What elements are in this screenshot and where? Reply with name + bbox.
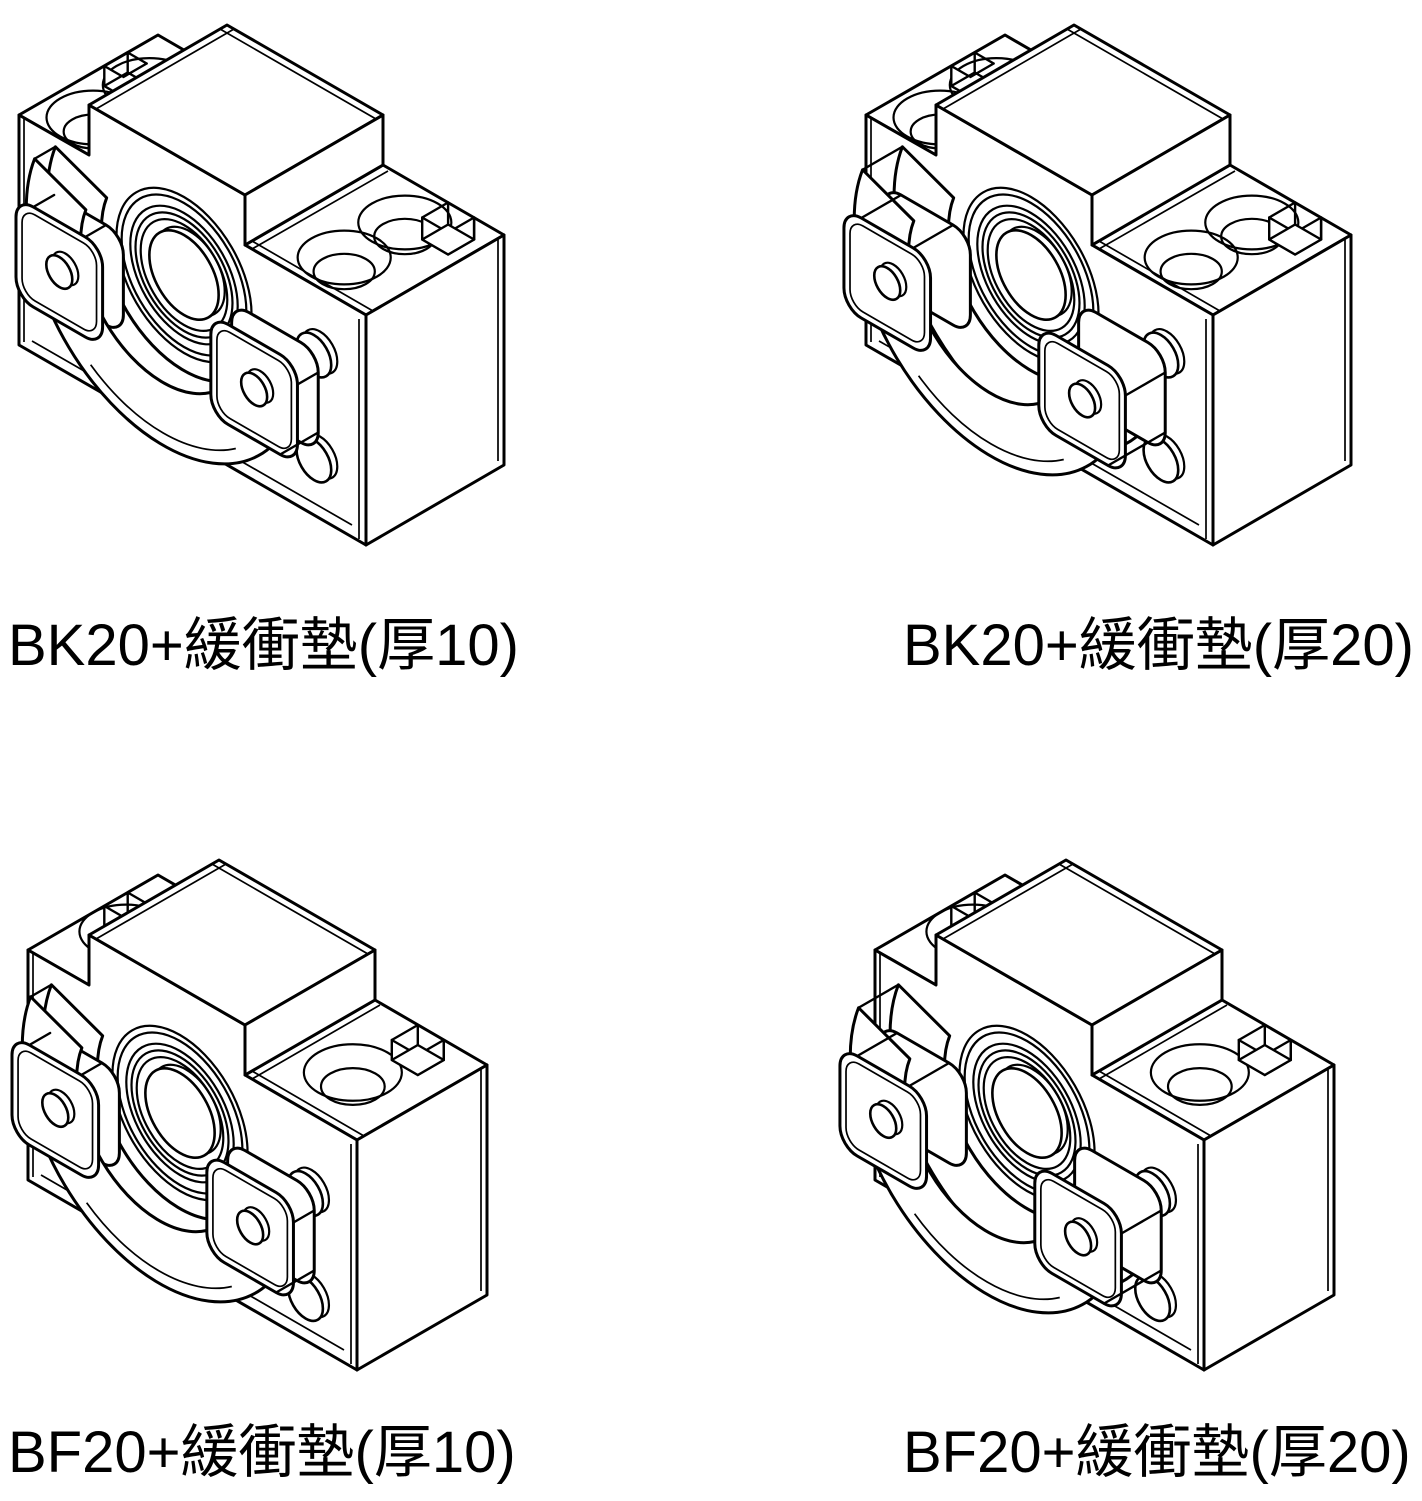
buffer-pad-20 (842, 134, 1167, 536)
bk20-pad20-drawing (842, 23, 1353, 547)
bf20-pad20-drawing (838, 858, 1336, 1374)
buffer-pad-10 (10, 972, 316, 1363)
buffer-pad-10 (14, 134, 320, 525)
caption-bk20-pad20: BK20+緩衝墊(厚20) (903, 613, 1414, 678)
caption-bf20-pad20: BF20+緩衝墊(厚20) (903, 1420, 1411, 1485)
bf20-pad10-drawing (10, 858, 489, 1372)
figure-bk20-pad10 (0, 0, 568, 575)
caption-bf20-pad10: BF20+緩衝墊(厚10) (8, 1420, 516, 1485)
buffer-pad-20 (838, 972, 1163, 1374)
figure-bk20-pad20 (815, 0, 1415, 575)
figure-bf20-pad20 (815, 840, 1415, 1415)
bk20-pad10-drawing (14, 23, 506, 547)
figure-bf20-pad10 (0, 840, 568, 1415)
caption-bk20-pad10: BK20+緩衝墊(厚10) (8, 613, 519, 678)
